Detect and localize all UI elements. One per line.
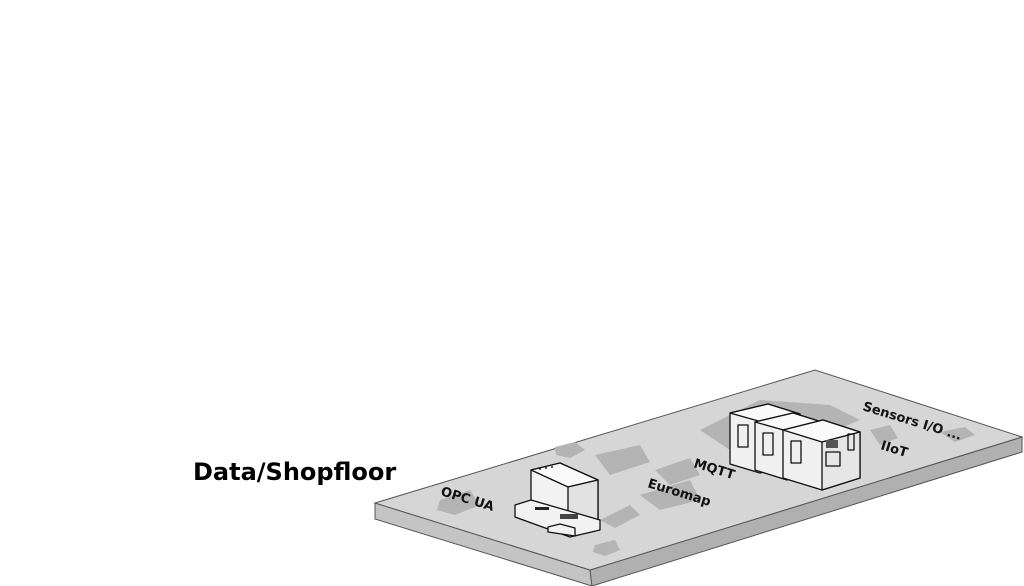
diagram-title: Data/Shopfloor (193, 458, 396, 486)
plc-device-icon (514, 462, 601, 538)
machines-icon (729, 403, 861, 491)
platform (373, 369, 1024, 586)
